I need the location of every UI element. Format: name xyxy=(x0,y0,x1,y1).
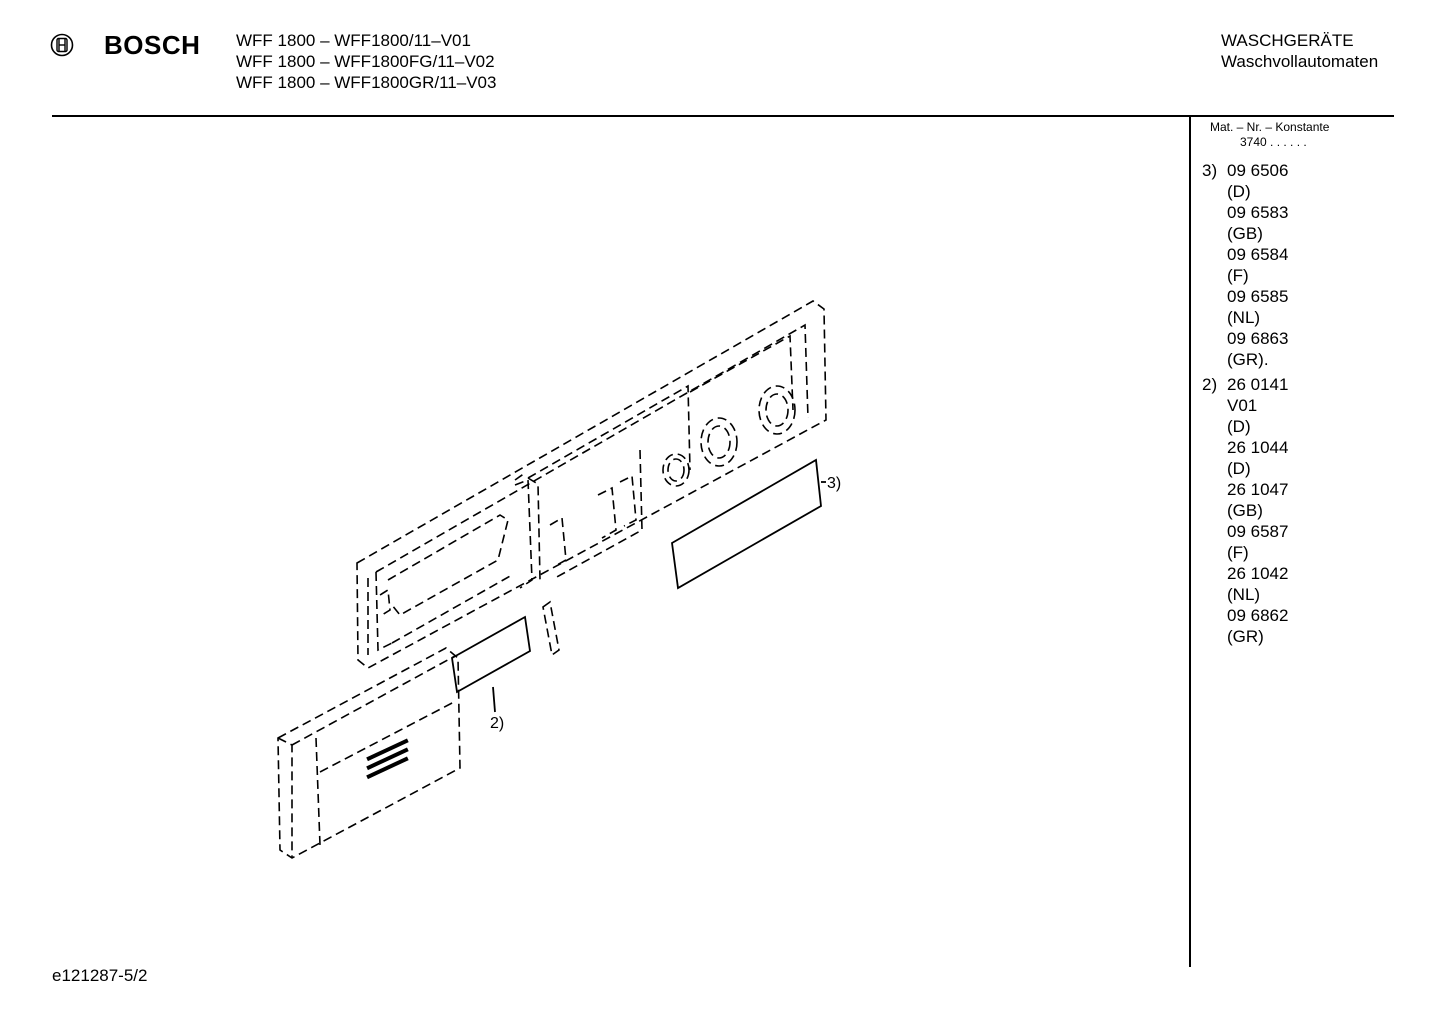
knob-holes xyxy=(662,385,796,487)
matnr-label: Mat. – Nr. – Konstante xyxy=(1210,120,1330,134)
parts-group-2: 2) 26 0141 V01 (D) 26 1044 (D) 26 1047 (… xyxy=(1202,374,1288,647)
part-entry: 09 6862 xyxy=(1227,606,1289,625)
part-entry: (D) xyxy=(1227,417,1251,436)
bosch-logo-icon xyxy=(50,33,74,57)
part-entry: 26 0141 xyxy=(1227,375,1289,394)
model-line: WFF 1800 – WFF1800/11–V01 xyxy=(236,31,471,50)
part-entry: 09 6587 xyxy=(1227,522,1289,541)
part-entry: (NL) xyxy=(1227,308,1261,327)
exploded-view-drawing: 3) 2) xyxy=(277,300,841,859)
header-divider xyxy=(52,115,1394,117)
part-entry: (GB) xyxy=(1227,224,1263,243)
part-entry: (F) xyxy=(1227,266,1249,285)
category-line-1: WASCHGERÄTE xyxy=(1221,31,1354,50)
brand-name: BOSCH xyxy=(104,30,201,60)
part-entry: 26 1044 xyxy=(1227,438,1289,457)
category-line-2: Waschvollautomaten xyxy=(1221,52,1379,71)
part-entry: (GR). xyxy=(1227,350,1269,369)
drawer-front xyxy=(277,647,461,859)
part-entry: (GR) xyxy=(1227,627,1264,646)
part-entry: (F) xyxy=(1227,543,1249,562)
part-entry: V01 xyxy=(1227,396,1258,415)
model-line: WFF 1800 – WFF1800FG/11–V02 xyxy=(236,52,495,71)
part-entry: 26 1047 xyxy=(1227,480,1289,499)
leader-line-2 xyxy=(492,686,496,713)
callout-2: 2) xyxy=(490,715,504,732)
part-entry: (D) xyxy=(1227,182,1251,201)
part-entry: (NL) xyxy=(1227,585,1261,604)
part-entry: 09 6583 xyxy=(1227,203,1289,222)
part-entry: 09 6585 xyxy=(1227,287,1289,306)
model-line: WFF 1800 – WFF1800GR/11–V03 xyxy=(236,73,497,92)
part-entry: (D) xyxy=(1227,459,1251,478)
display-panel-insert-3 xyxy=(671,458,822,590)
part-number-label: 3) xyxy=(1202,161,1218,180)
small-clip xyxy=(542,600,560,657)
program-panel-insert-2 xyxy=(451,615,531,694)
part-entry: 09 6863 xyxy=(1227,329,1289,348)
part-entry: 09 6506 xyxy=(1227,161,1289,180)
callout-3: 3) xyxy=(827,475,841,492)
part-entry: 26 1042 xyxy=(1227,564,1289,583)
model-list: WFF 1800 – WFF1800/11–V01 WFF 1800 – WFF… xyxy=(236,30,496,93)
parts-list: 3) 09 6506 (D) 09 6583 (GB) 09 6584 (F) … xyxy=(1202,160,1288,651)
document-id: e121287-5/2 xyxy=(52,966,148,985)
category-title: WASCHGERÄTE Waschvollautomaten xyxy=(1221,30,1378,72)
parts-group-3: 3) 09 6506 (D) 09 6583 (GB) 09 6584 (F) … xyxy=(1202,160,1288,370)
material-number-header: Mat. – Nr. – Konstante 3740 . . . . . . xyxy=(1210,120,1329,150)
matnr-constant: 3740 . . . . . . xyxy=(1240,135,1307,149)
column-divider xyxy=(1189,117,1191,967)
switch-slots xyxy=(379,474,637,616)
part-entry: 09 6584 xyxy=(1227,245,1289,264)
part-number-label: 2) xyxy=(1202,375,1218,394)
control-panel-frame xyxy=(356,300,827,669)
drawer-grip-slots xyxy=(366,738,409,780)
part-entry: (GB) xyxy=(1227,501,1263,520)
